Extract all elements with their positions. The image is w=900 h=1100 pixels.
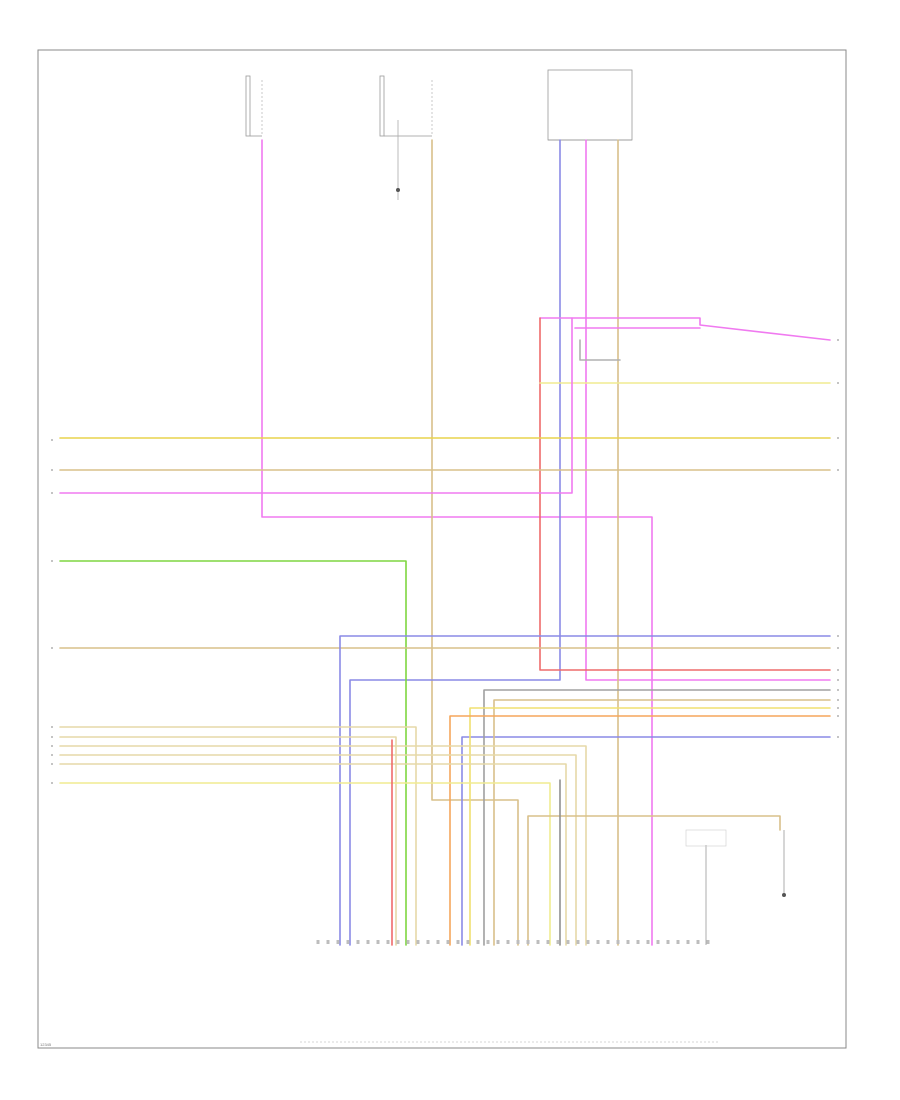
connector-pin (366, 940, 370, 944)
wire-pink-a (261, 139, 653, 946)
connector-pin (376, 940, 380, 944)
connector-pin (316, 940, 320, 944)
right-terminal-marker (837, 437, 839, 439)
wire-tan-h (59, 745, 587, 946)
left-terminal-marker (51, 782, 53, 784)
connector-pin (416, 940, 420, 944)
wire-tan-g (59, 736, 397, 946)
wire-yellow-c (469, 707, 831, 946)
wire-tan-e (493, 699, 831, 946)
connector-pin (496, 940, 500, 944)
connector-pin (706, 940, 710, 944)
top-component-center (379, 75, 433, 200)
right-terminal-marker (837, 707, 839, 709)
top-component-right (547, 69, 633, 141)
wire-gray-a (579, 339, 621, 361)
right-terminal-marker (837, 689, 839, 691)
left-terminal-marker (51, 726, 53, 728)
left-terminal-marker (51, 560, 53, 562)
connector-pin (536, 940, 540, 944)
wire-orange-a (449, 715, 831, 946)
wire-pink-c (539, 317, 831, 341)
right-terminal-marker (837, 339, 839, 341)
wire-tan-a (431, 139, 519, 946)
connector-pin (576, 940, 580, 944)
connector-pin (396, 940, 400, 944)
connector-pin (516, 940, 520, 944)
left-terminal-marker (51, 647, 53, 649)
connector-pin (356, 940, 360, 944)
connector-pin (686, 940, 690, 944)
connector-pin (586, 940, 590, 944)
wire-gray-b (483, 689, 831, 946)
right-terminal-marker (837, 635, 839, 637)
connector-pin-row (316, 940, 710, 944)
connector-pin (666, 940, 670, 944)
connector-pin (446, 940, 450, 944)
wire-group (59, 139, 831, 946)
connector-pin (546, 940, 550, 944)
right-terminal-markers (837, 339, 839, 738)
connector-pin (636, 940, 640, 944)
right-terminal-marker (837, 382, 839, 384)
right-terminal-marker (837, 699, 839, 701)
connector-pin (616, 940, 620, 944)
wire-tan-j (59, 763, 567, 946)
left-terminal-marker (51, 736, 53, 738)
connector-pin (406, 940, 410, 944)
left-terminal-marker (51, 745, 53, 747)
connector-pin (556, 940, 560, 944)
wire-pink-e (59, 317, 573, 494)
wire-pink-b (585, 139, 831, 681)
wire-tan-i (59, 754, 577, 946)
connector-pin (456, 940, 460, 944)
connector-pin (646, 940, 650, 944)
left-terminal-marker (51, 469, 53, 471)
wire-green-a (59, 560, 407, 946)
wire-yellow-d (59, 782, 551, 946)
left-terminal-marker (51, 763, 53, 765)
connector-pin (386, 940, 390, 944)
connector-pin (486, 940, 490, 944)
connector-pin (596, 940, 600, 944)
right-terminal-marker (837, 736, 839, 738)
connector-pin (526, 940, 530, 944)
right-terminal-marker (837, 469, 839, 471)
left-terminal-marker (51, 439, 53, 441)
connector-pin (476, 940, 480, 944)
top-component-left (245, 75, 263, 137)
connector-pin (336, 940, 340, 944)
connector-pin (606, 940, 610, 944)
connector-pin (506, 940, 510, 944)
connector-pin (656, 940, 660, 944)
connector-pin (466, 940, 470, 944)
footer-code: 12345 (40, 1042, 52, 1047)
connector-pin (676, 940, 680, 944)
connector-pin (626, 940, 630, 944)
right-terminal-marker (837, 669, 839, 671)
connector-pin (436, 940, 440, 944)
wire-blue-b (339, 635, 831, 946)
connector-pin (426, 940, 430, 944)
wire-blue-a (349, 139, 561, 946)
connector-pin (696, 940, 700, 944)
connector-pin (346, 940, 350, 944)
left-terminal-markers (51, 439, 53, 784)
ground-symbols (685, 829, 786, 945)
right-terminal-marker (837, 679, 839, 681)
connector-pin (326, 940, 330, 944)
wire-tan-k (527, 815, 781, 946)
right-terminal-marker (837, 715, 839, 717)
diagram-frame (37, 49, 847, 1049)
connector-pin (566, 940, 570, 944)
wire-blue-c (461, 736, 831, 946)
left-terminal-marker (51, 492, 53, 494)
wire-red-a (539, 317, 831, 671)
wire-tan-f (59, 726, 417, 946)
right-terminal-marker (837, 647, 839, 649)
left-terminal-marker (51, 754, 53, 756)
